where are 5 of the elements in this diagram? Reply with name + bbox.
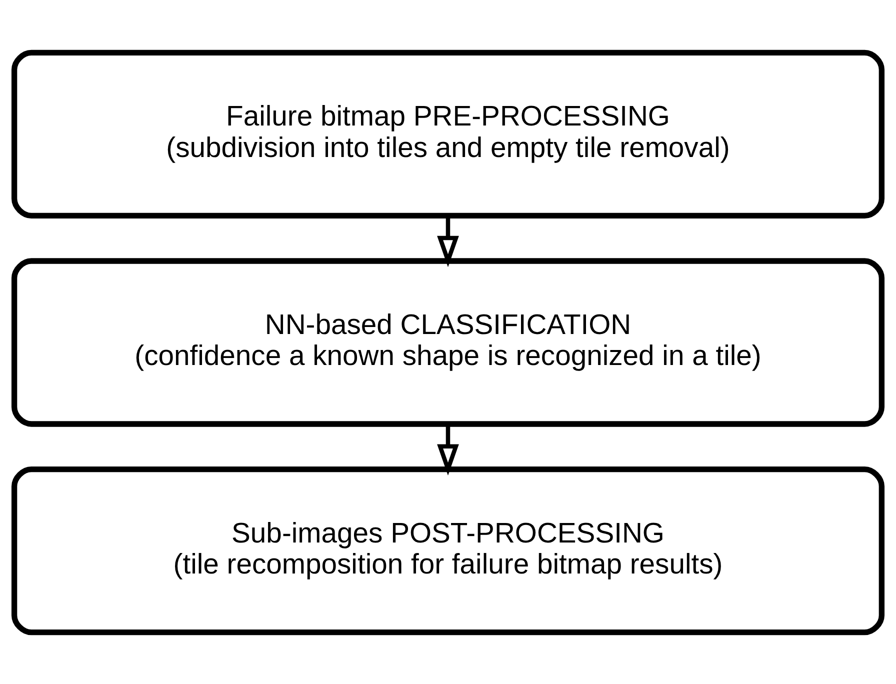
node-box: Failure bitmap PRE-PROCESSING (subdivision into tiles and empty tile removal) [11, 49, 885, 218]
arrow [437, 424, 459, 475]
arrow [437, 216, 459, 267]
node-box: NN-based CLASSIFICATION (confidence a known shape is recognized in a tile) [11, 258, 885, 426]
node-box: Sub-images POST-PROCESSING (tile recomposition for failure bitmap results) [11, 466, 885, 635]
